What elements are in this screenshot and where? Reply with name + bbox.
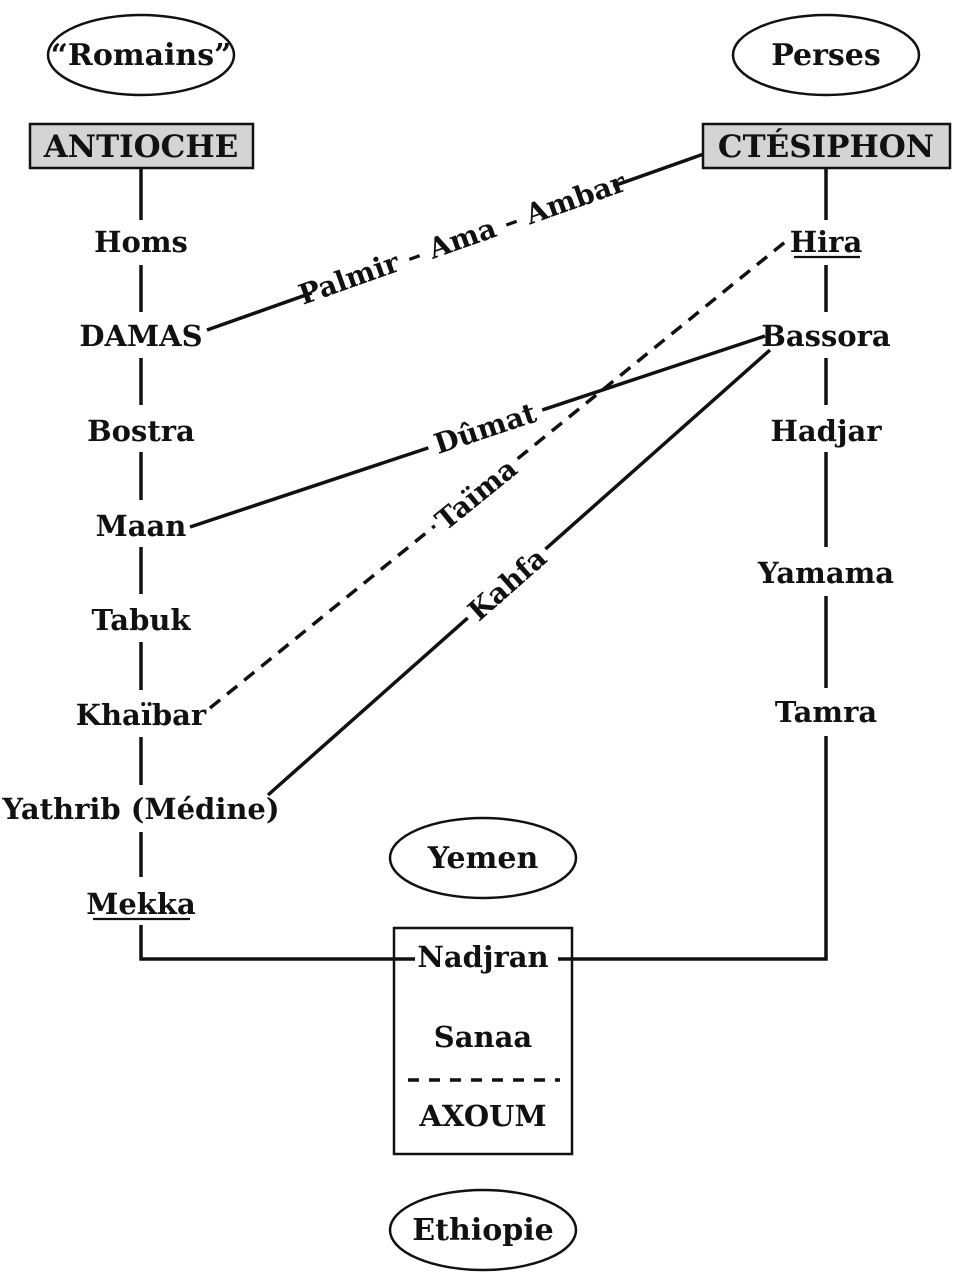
route-taima-label: Taïma — [429, 452, 523, 537]
region-yemen-label: Yemen — [427, 841, 539, 876]
region-yemen: Yemen — [388, 816, 578, 900]
city-homs: Homs — [94, 225, 188, 259]
city-bassora: Bassora — [761, 319, 891, 353]
yemen-box: Nadjran Sanaa AXOUM — [392, 926, 574, 1156]
region-ethiopie: Ethiopie — [388, 1188, 578, 1272]
city-yamama: Yamama — [757, 556, 894, 590]
city-hira: Hira — [790, 225, 863, 259]
city-yathrib: Yathrib (Médine) — [1, 792, 279, 826]
city-mekka: Mekka — [86, 887, 196, 921]
city-nadjran: Nadjran — [417, 940, 548, 974]
city-khaibar: Khaïbar — [76, 698, 207, 732]
city-bostra: Bostra — [87, 414, 195, 448]
region-ethiopie-label: Ethiopie — [412, 1213, 553, 1248]
capital-ctesiphon: CTÉSIPHON — [701, 122, 952, 170]
capital-ctesiphon-label: CTÉSIPHON — [718, 127, 934, 165]
region-perses: Perses — [731, 13, 921, 97]
region-romains-label: “Romains” — [51, 38, 232, 73]
city-tamra: Tamra — [775, 695, 878, 729]
east-trunk-line — [558, 168, 828, 961]
city-maan: Maan — [96, 509, 187, 543]
capital-antioche-label: ANTIOCHE — [43, 129, 239, 165]
region-perses-label: Perses — [771, 38, 881, 73]
city-mekka-label: Mekka — [86, 887, 196, 921]
route-taima-line — [208, 236, 792, 710]
region-romains: “Romains” — [46, 13, 236, 97]
city-sanaa: Sanaa — [434, 1020, 533, 1054]
city-tabuk: Tabuk — [91, 603, 191, 637]
route-palmir-label: Palmir – Ama – Ambar — [294, 165, 631, 311]
city-damas: DAMAS — [79, 319, 202, 353]
west-trunk-line — [139, 168, 415, 961]
capital-antioche: ANTIOCHE — [28, 122, 255, 170]
city-axoum: AXOUM — [418, 1099, 546, 1133]
city-hadjar: Hadjar — [770, 414, 882, 448]
city-hira-label: Hira — [790, 225, 863, 259]
route-kahfa-label: Kahfa — [462, 541, 554, 627]
